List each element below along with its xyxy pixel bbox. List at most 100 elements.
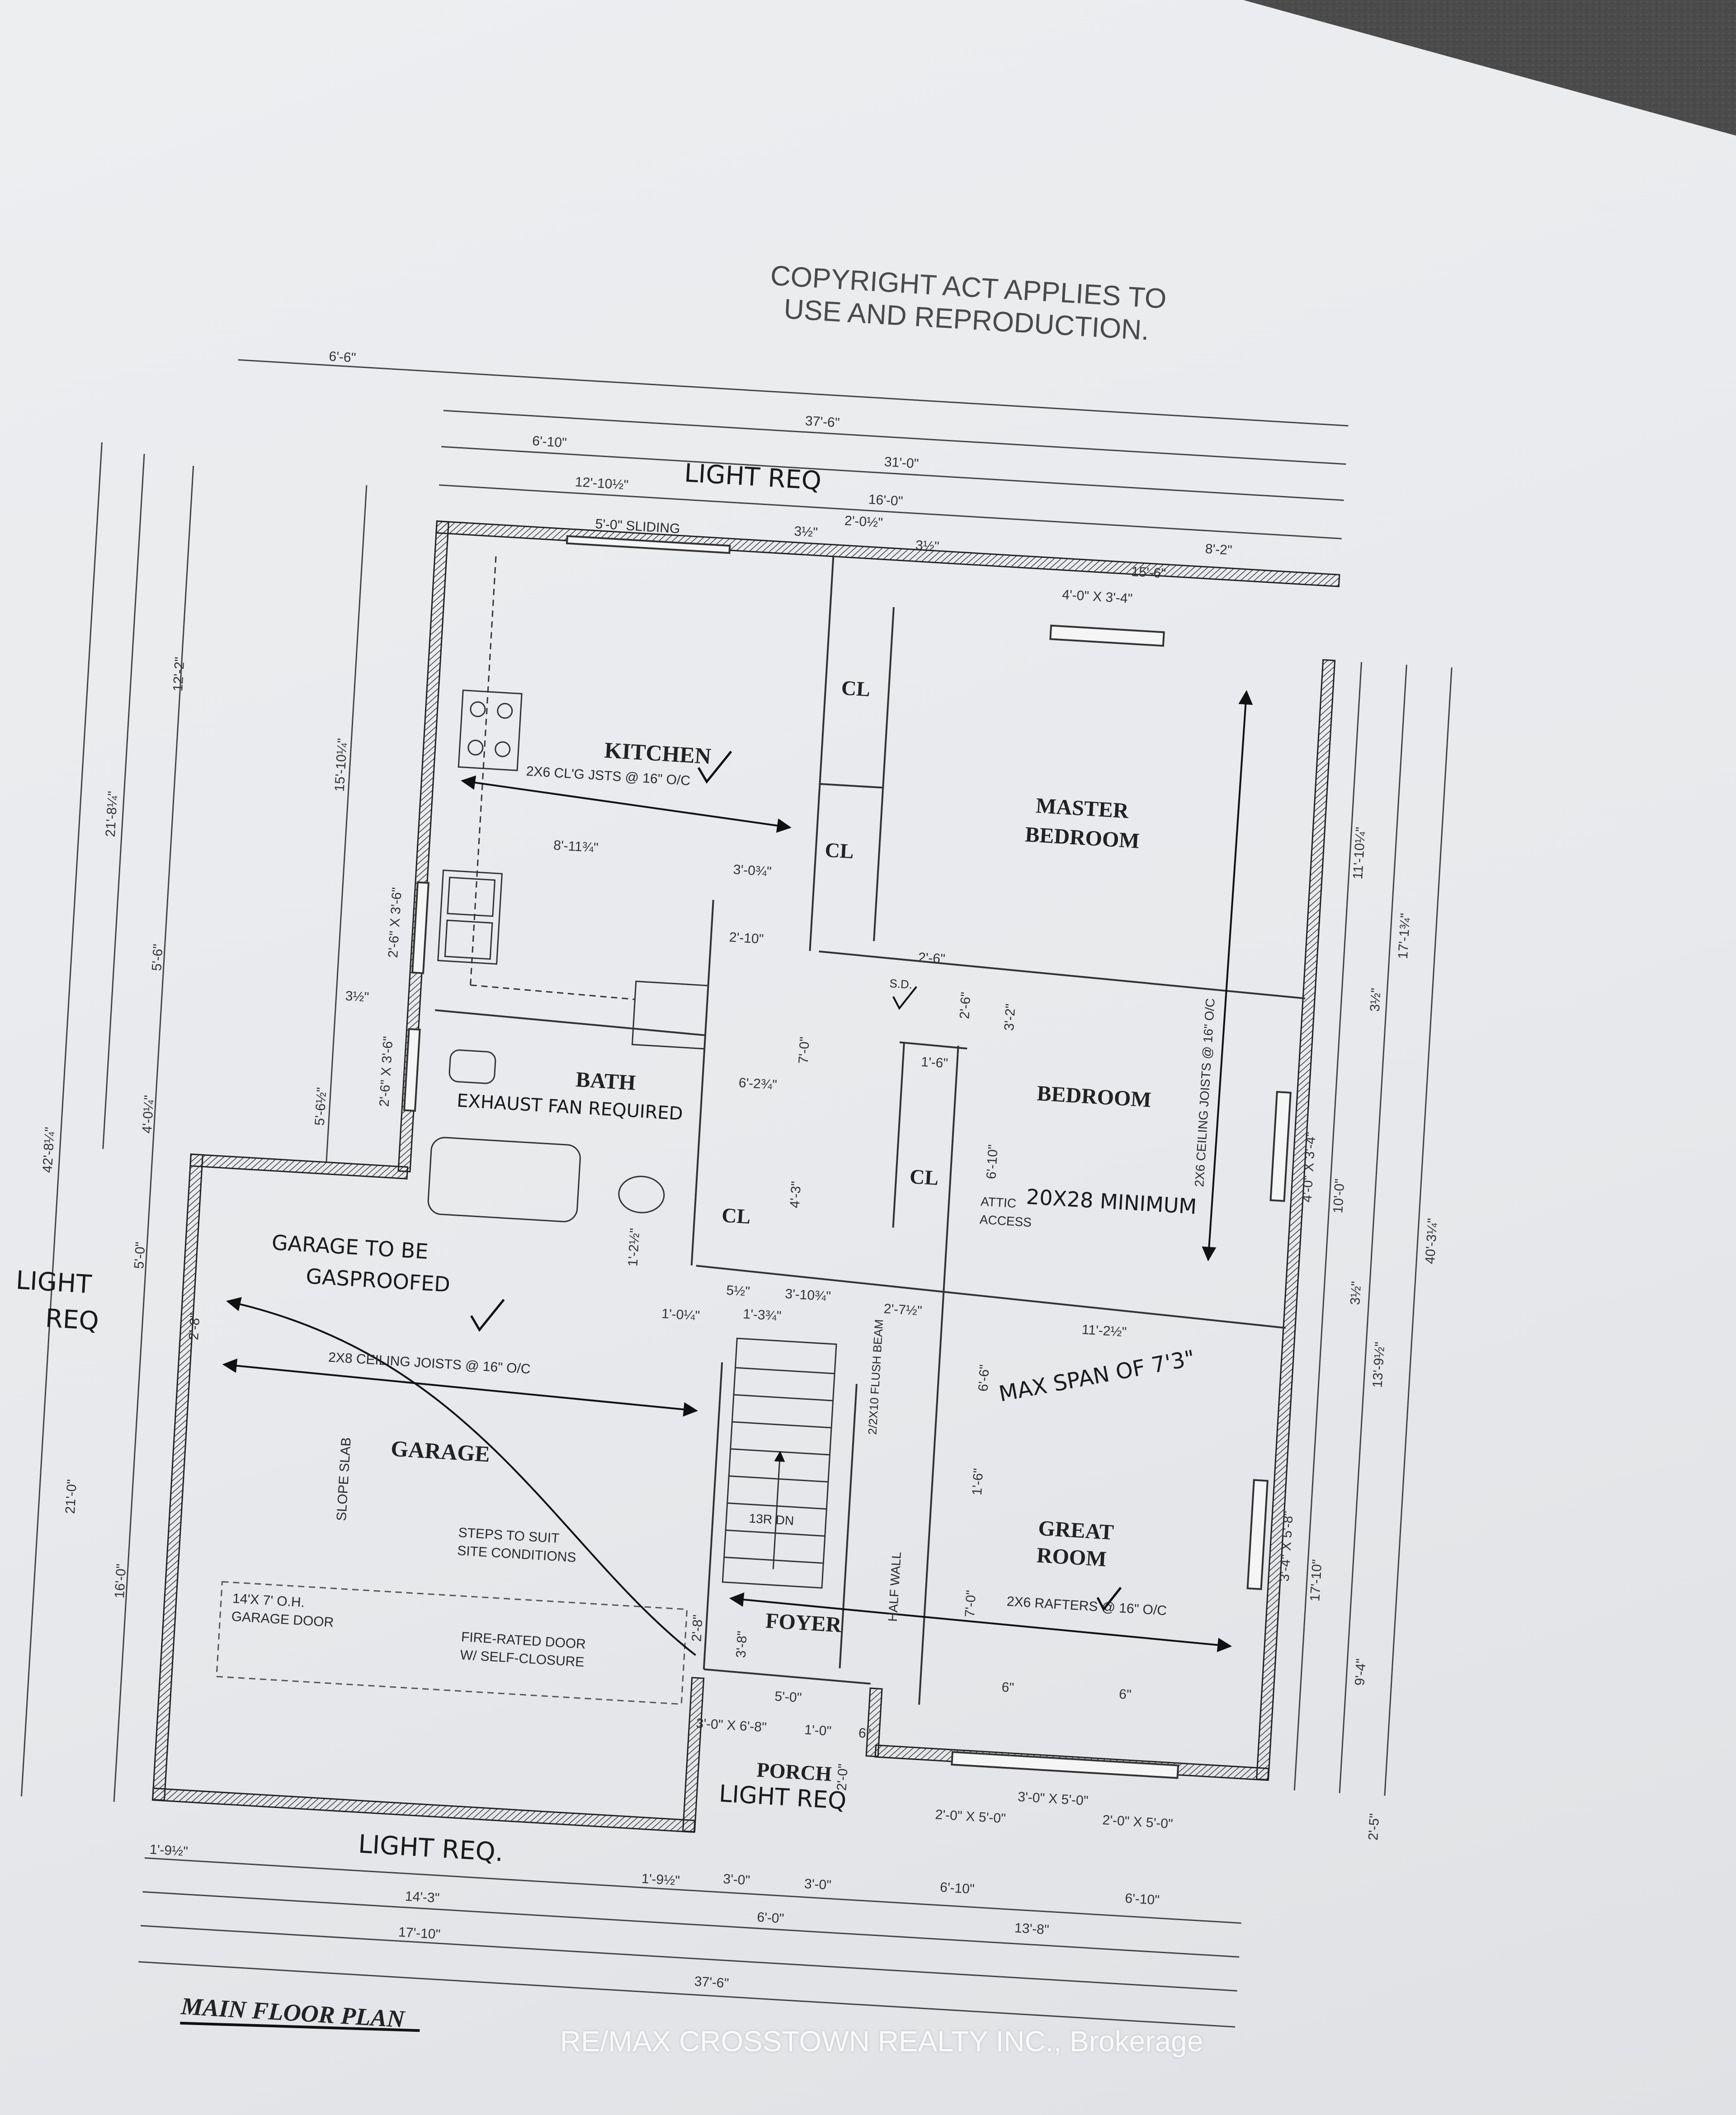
check-mark-icon [697,751,732,784]
dim-label: 3'-0" X 5'-0" [1017,1789,1089,1808]
handwritten-attic-minimum: 20X28 MINIMUM [1025,1185,1197,1219]
dim-label: 3½" [345,988,369,1005]
dim-label: 2'-8" [689,1614,705,1642]
note-half-wall: HALF WALL [886,1551,904,1622]
handwritten-garage-gasproof-1: GARAGE TO BE [271,1230,429,1264]
dimension-lines [21,359,1453,2028]
closet-label-3: CL [721,1204,751,1228]
dim-label: 5'-0" [774,1689,802,1705]
note-attic-2: ACCESS [979,1213,1032,1230]
dim-label: 3'-0" X 6'-8" [696,1716,767,1735]
dim-label: 1'-0¼" [661,1306,700,1323]
dim-label: 21'-0" [63,1479,80,1514]
dim-label: 37'-6" [694,1974,729,1991]
closet-label-4: CL [909,1165,939,1190]
dim-label: 6'-2¾" [738,1075,778,1092]
handwritten-light-req-porch: LIGHT REQ [718,1780,847,1815]
room-label-bath: BATH [575,1067,636,1095]
note-ceiling-joists: 2X6 CEILING JOISTS @ 16" O/C [1192,998,1217,1187]
room-label-great-1: GREAT [1038,1516,1114,1544]
dim-label: 37'-6" [805,414,840,430]
bath-fixtures [427,1049,665,1223]
window-bottom [951,1751,1179,1779]
dim-label: 3½" [793,524,818,540]
handwritten-exhaust-fan: EXHAUST FAN REQUIRED [456,1091,684,1125]
dim-label: 2'-6" X 3'-6" [386,887,405,958]
dim-label: 7'-0" [962,1590,979,1618]
dim-label: 8'-2" [1205,542,1233,558]
dim-label: 15'-10¼" [332,738,350,792]
handwritten-light-req-top: LIGHT REQ [684,458,822,496]
dim-label: 6'-10" [984,1144,1000,1180]
dim-label: 6'-10" [939,1880,975,1897]
note-garage-joists: 2X8 CEILING JOISTS @ 16" O/C [328,1350,531,1377]
note-attic-1: ATTIC [980,1194,1017,1211]
note-fire-door-2: W/ SELF-CLOSURE [460,1648,585,1670]
dim-label: 5'-6½" [312,1087,330,1126]
dim-label: 16'-0" [868,492,903,509]
dim-label: 17'-10" [1307,1559,1325,1602]
dim-label: 1'-3¾" [743,1307,782,1324]
dim-label: 4'-3" [788,1181,804,1209]
dim-label: 31'-0" [884,454,919,471]
note-steps-1: STEPS TO SUIT [458,1525,560,1546]
dim-label: 6'-0" [757,1910,785,1926]
dim-label: 14'-3" [405,1889,440,1906]
dim-label: 1'-9½" [149,1842,189,1859]
room-label-garage: GARAGE [390,1435,491,1467]
dark-table-surface [1243,0,1736,136]
interior-walls [435,556,1306,1705]
handwritten-garage-gasproof-2: GASPROOFED [305,1264,451,1297]
dim-label: 5'-6" [149,944,165,972]
note-flush-beam: 2/2X10 FLUSH BEAM [865,1319,886,1435]
dim-label: 40'-3¼" [1423,1218,1440,1265]
dim-label: 6" [858,1726,871,1742]
dim-label: 3½" [1368,987,1384,1012]
dim-label: 3'-0" [722,1871,750,1888]
sink-icon [437,869,503,965]
dim-label: 4'-0¼" [140,1095,157,1134]
dim-label: 17'-10" [398,1925,441,1942]
windows [403,535,1292,1779]
dim-label: 17'-1¾" [1396,913,1413,959]
garage-door-outline [216,1581,688,1705]
dim-label: 6'-6" [329,349,357,365]
dim-label: 2'-0" X 5'-0" [1102,1813,1174,1832]
dim-label: 6" [1001,1680,1014,1695]
room-label-master-1: MASTER [1035,793,1130,823]
dim-label: 11'-2½" [1081,1322,1127,1340]
dim-label: 2'-0½" [844,513,883,530]
dim-label: 12'-2" [170,656,187,692]
dim-label: 2'-7½" [883,1301,923,1318]
window-left-1 [411,881,430,974]
note-slope-slab: SLOPE SLAB [334,1437,354,1521]
dim-label: 6'-6" [976,1364,992,1392]
handwritten-light-req-left-1: LIGHT [15,1265,93,1299]
note-stair: 13R DN [749,1511,794,1528]
dim-label: 3'-2" [1002,1003,1018,1031]
staircase [722,1337,837,1589]
dim-label: 13'-9½" [1370,1341,1387,1388]
note-great-rafters: 2X6 RAFTERS @ 16" O/C [1006,1594,1167,1619]
dim-label: 1'-6" [920,1054,948,1071]
fridge-icon [631,980,709,1050]
dim-label: 3'-8" [734,1630,750,1658]
dim-label: 13'-8" [1014,1921,1049,1937]
brokerage-watermark: RE/MAX CROSSTOWN REALTY INC., Brokerage [560,2025,1203,2058]
dim-label: 6'-10" [1124,1891,1160,1907]
dim-label: 21'-8¼" [103,791,121,837]
check-mark-icon [892,986,917,1010]
dim-label: 8'-11¾" [553,838,599,855]
toilet-icon [448,1049,496,1084]
room-labels: KITCHEN MASTER BEDROOM BEDROOM BATH GARA… [390,676,1152,1785]
dim-label: 2'-6" [957,991,973,1020]
dim-label: 3'-0¾" [733,862,772,879]
dim-label: 3½" [915,538,939,554]
dim-label: 1'-2½" [625,1228,642,1267]
dim-label: 6'-10" [532,434,567,450]
dim-label: 6" [1118,1687,1132,1703]
dim-label: 2'-0" [834,1763,850,1791]
dim-label: 2'-0" X 5'-0" [935,1807,1006,1826]
dim-label: 2'-10" [729,930,764,947]
